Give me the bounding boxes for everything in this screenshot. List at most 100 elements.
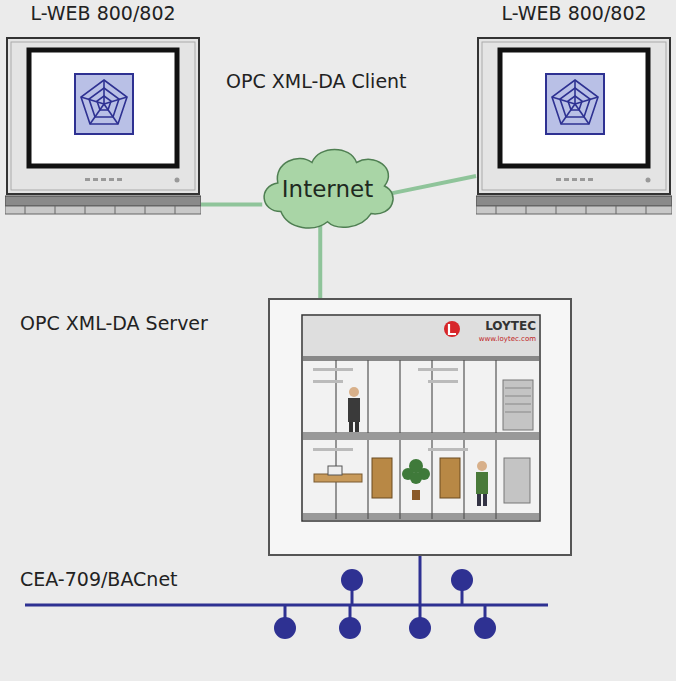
drawing-part [117, 178, 122, 181]
drawing-part [444, 321, 460, 337]
drawing-part [5, 206, 201, 214]
device-heading: L-WEB 800/802 [501, 2, 646, 24]
monitor-drawing [5, 0, 201, 222]
drawing-part [451, 569, 473, 591]
drawing-part [55, 206, 56, 214]
drawing-part [175, 178, 180, 183]
drawing-part [572, 178, 577, 181]
annotation-label: OPC XML-DA Server [20, 312, 208, 334]
drawing-part [495, 360, 496, 433]
drawing-part [505, 412, 531, 413]
drawing-part [303, 316, 539, 356]
drawing-part [104, 97, 127, 104]
drawing-part [478, 38, 670, 194]
annotation-label: OPC XML-DA Client [226, 70, 407, 92]
drawing-part [616, 206, 617, 214]
drawing-part [526, 206, 527, 214]
drawing-part [556, 178, 561, 181]
drawing-part [399, 360, 400, 433]
drawing-part [646, 178, 651, 183]
drawing-part [115, 206, 116, 214]
drawing-part [5, 196, 201, 206]
drawing-part [463, 360, 464, 433]
web-client-monitor: L-WEB 800/802 [5, 0, 201, 220]
device-heading: L-WEB 800/802 [30, 2, 175, 24]
drawing-part [372, 458, 392, 498]
link-line [201, 202, 262, 206]
drawing-part [503, 380, 533, 430]
monitor-drawing [476, 0, 672, 222]
drawing-part [25, 206, 175, 214]
link-line [391, 176, 476, 193]
drawing-part [428, 380, 458, 383]
logo-text: LOYTEC [485, 319, 536, 333]
drawing-part [428, 448, 468, 451]
drawing-part [336, 360, 496, 519]
drawing-part [85, 178, 90, 181]
drawing-part [303, 356, 539, 361]
drawing-part [440, 458, 460, 498]
network-link [391, 176, 476, 193]
cloud-label: Internet [282, 176, 373, 202]
network-link [320, 225, 321, 298]
drawing-part [580, 178, 585, 181]
drawing-part [505, 388, 531, 389]
drawing-part [412, 490, 420, 500]
drawing-part [349, 422, 353, 432]
logo-mark [444, 321, 460, 337]
drawing-part [410, 472, 422, 484]
drawing-part [496, 206, 646, 214]
drawing-part [264, 149, 393, 227]
drawing-part [90, 104, 104, 124]
drawing-part [313, 368, 468, 451]
drawing-part [575, 97, 598, 104]
drawing-part [552, 80, 598, 124]
drawing-part [646, 206, 647, 214]
drawing-part [81, 97, 104, 104]
drawing-part [575, 104, 589, 124]
drawing-part [303, 513, 539, 520]
drawing-part [349, 387, 359, 397]
drawing-part [476, 206, 672, 214]
drawing-part [546, 74, 604, 134]
drawing-part [175, 206, 176, 214]
drawing-part [85, 206, 86, 214]
link-line [318, 225, 322, 298]
drawing-part [313, 380, 343, 383]
drawing-part [11, 42, 195, 190]
drawing-part [109, 178, 114, 181]
drawing-part [75, 74, 133, 134]
drawing-part [81, 80, 127, 124]
person [348, 387, 360, 432]
annotation-label: CEA-709/BACnet [20, 568, 178, 590]
drawing-part [564, 178, 569, 181]
drawing-part [477, 461, 487, 471]
drawing-part [269, 299, 571, 555]
drawing-part [505, 388, 531, 412]
drawing-part [505, 404, 531, 405]
drawing-part [85, 178, 180, 183]
drawing-part [431, 440, 432, 519]
drawing-part [496, 206, 497, 214]
drawing-part [495, 440, 496, 519]
drawing-part [419, 556, 422, 605]
drawing-part [552, 80, 598, 124]
drawing-part [504, 458, 530, 503]
drawing-part [328, 466, 342, 475]
drawing-part [302, 315, 540, 521]
drawing-part [556, 206, 557, 214]
touch-panel: LOYTECwww.loytec.com [268, 298, 572, 556]
drawing-part [367, 440, 368, 519]
drawing-part [25, 206, 26, 214]
drawing-part [476, 472, 488, 494]
cloud-node: Internet [255, 140, 400, 232]
drawing-part [476, 196, 672, 206]
drawing-part [7, 38, 199, 194]
drawing-part [588, 178, 593, 181]
drawing-part [339, 617, 361, 639]
drawing-part [552, 97, 575, 104]
drawing-part [449, 324, 456, 334]
drawing-part [482, 42, 666, 190]
drawing-part [556, 178, 651, 183]
drawing-part [399, 440, 400, 519]
